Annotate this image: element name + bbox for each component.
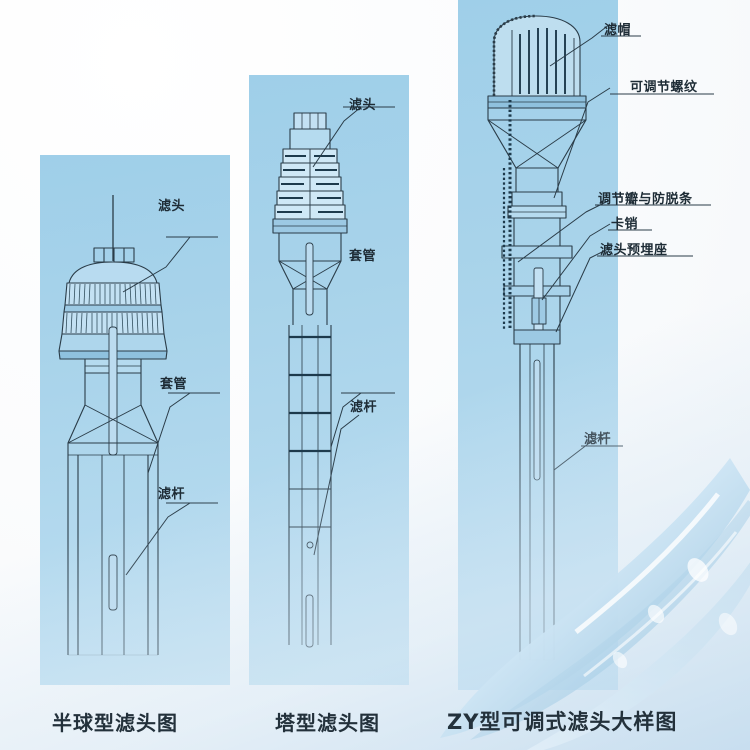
caption-tower: 塔型滤头图 — [275, 711, 380, 735]
caption-hemispherical: 半球型滤头图 — [52, 711, 178, 735]
caption-zy-adjustable: ZY型可调式滤头大样图 — [447, 710, 678, 734]
